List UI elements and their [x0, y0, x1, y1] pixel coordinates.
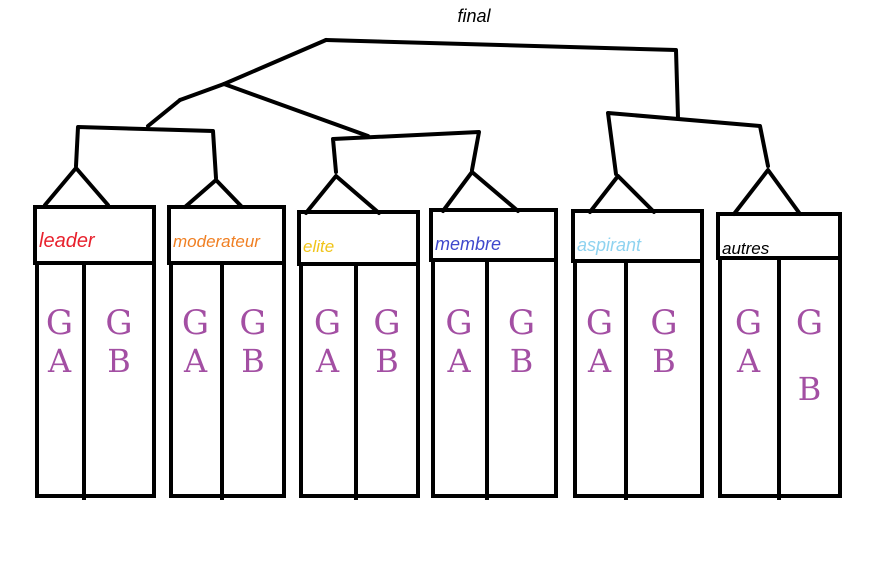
column-letter-bottom: B	[375, 342, 399, 380]
final-title: final	[457, 6, 491, 26]
group-label: aspirant	[577, 235, 642, 255]
column-letter-top: G	[46, 303, 73, 343]
column-letter-top: G	[314, 303, 341, 343]
group-label: leader	[39, 230, 96, 252]
column-letter-top: G	[508, 303, 535, 343]
final-bar	[324, 38, 680, 120]
chevron-autres	[732, 168, 802, 216]
group-body-box	[431, 258, 558, 498]
group-label: moderateur	[173, 232, 261, 251]
column-letter-bottom: A	[183, 342, 208, 380]
column-letter-top: G	[796, 303, 823, 343]
quarter-bar-3	[606, 111, 770, 176]
group-label: autres	[722, 239, 770, 258]
group-boxes: leaderGAGBmoderateurGAGBeliteGAGBmembreG…	[33, 205, 842, 500]
quarter-bar-1	[74, 125, 218, 180]
group-body-box	[573, 259, 704, 498]
chevron-membre	[441, 170, 520, 213]
column-letter-bottom: A	[315, 342, 340, 380]
column-letter-top: G	[445, 303, 472, 343]
column-letter-bottom: B	[798, 370, 822, 408]
final-left-drop	[222, 38, 328, 86]
column-letter-bottom: A	[736, 342, 761, 380]
column-letter-bottom: A	[446, 342, 471, 380]
left-semi-drop	[146, 98, 182, 128]
bracket-connectors	[43, 38, 802, 216]
column-letter-top: G	[586, 303, 613, 343]
group-body-box	[169, 261, 286, 498]
column-letter-bottom: B	[652, 342, 676, 380]
quarter-bar-2	[331, 130, 481, 174]
group-body-box	[35, 261, 156, 498]
chevron-aspirant	[588, 174, 656, 214]
chevron-moderateur	[183, 178, 244, 209]
left-semi-arm-a	[178, 82, 226, 102]
column-letter-top: G	[373, 303, 400, 343]
column-letter-top: G	[182, 303, 209, 343]
chevron-elite	[304, 174, 381, 215]
group-label: membre	[435, 234, 501, 254]
column-letter-top: G	[735, 303, 762, 343]
column-letter-top: G	[105, 303, 132, 343]
chevron-leader	[43, 166, 110, 207]
column-letter-bottom: B	[107, 342, 131, 380]
column-letter-bottom: A	[587, 342, 612, 380]
group-body-box	[299, 262, 420, 498]
column-letter-bottom: A	[47, 342, 72, 380]
group-label: elite	[303, 237, 334, 256]
column-letter-top: G	[239, 303, 266, 343]
left-semi-arm-b	[222, 82, 370, 138]
column-letter-bottom: B	[241, 342, 265, 380]
column-letter-bottom: B	[510, 342, 534, 380]
column-letter-top: G	[650, 303, 677, 343]
